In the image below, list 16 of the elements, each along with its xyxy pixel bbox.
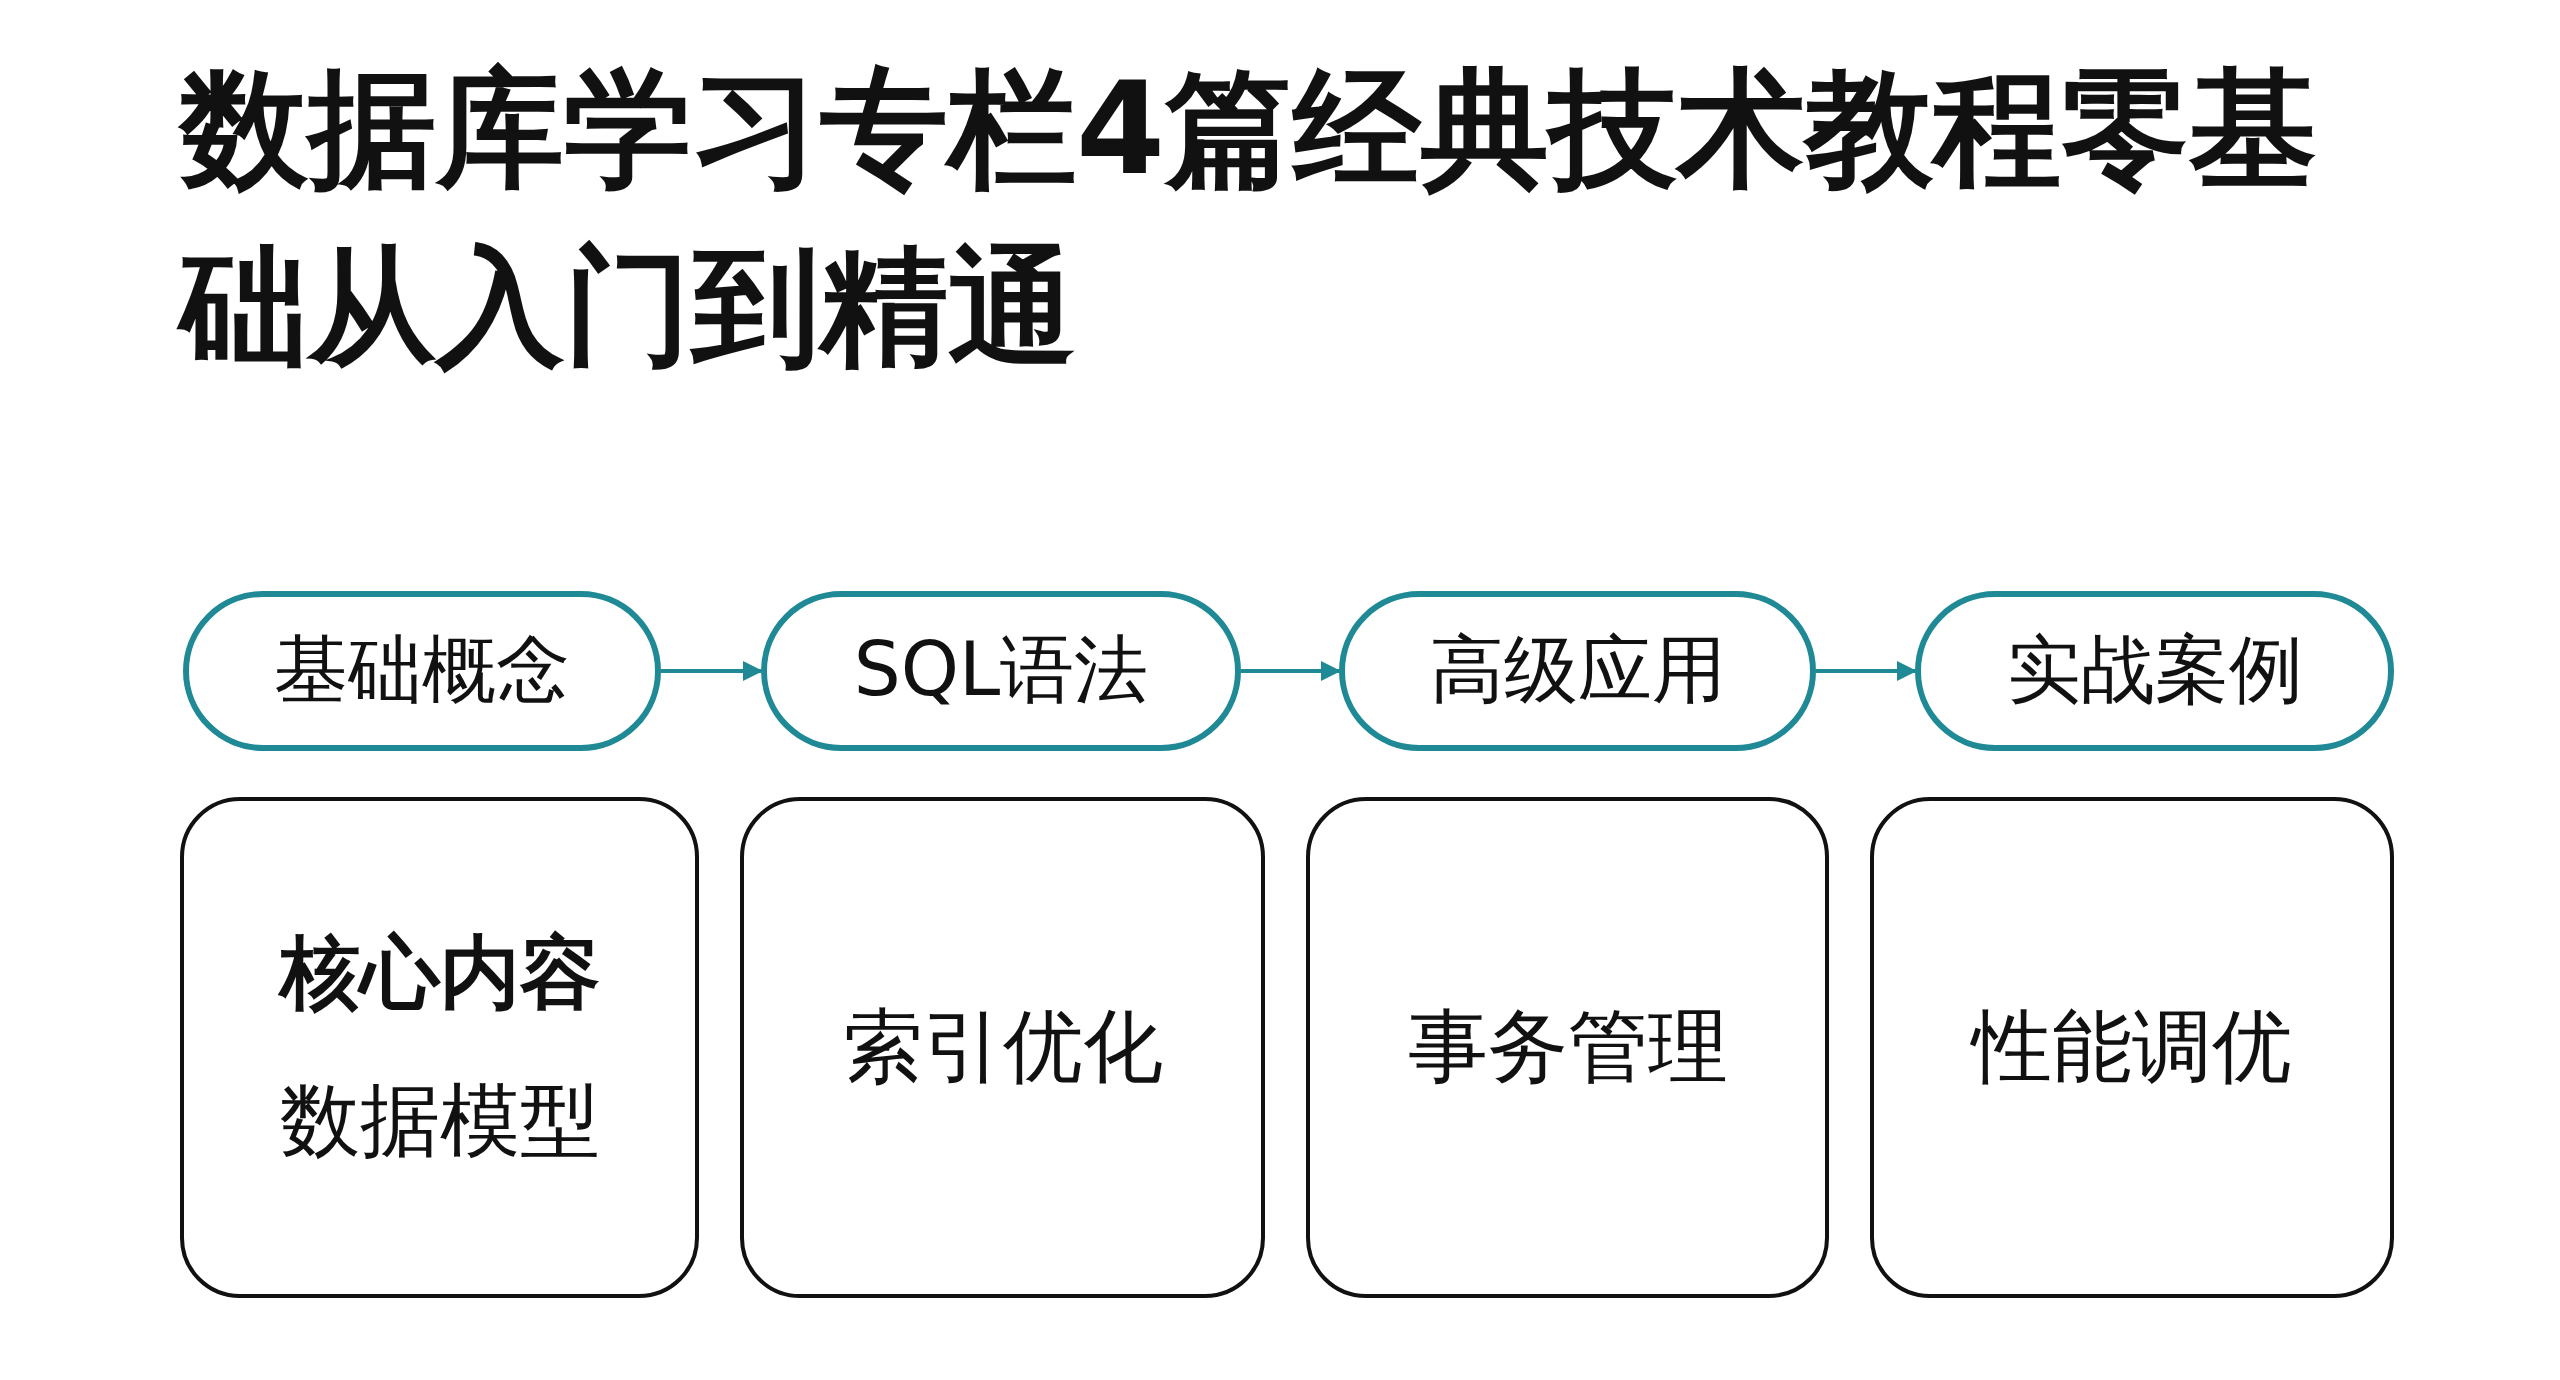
node-label: 数据模型 bbox=[279, 1072, 600, 1169]
content-card bbox=[1306, 797, 1829, 1298]
content-card bbox=[1870, 797, 2394, 1298]
node-label: 高级应用 bbox=[1429, 625, 1726, 714]
content-card bbox=[180, 797, 699, 1298]
node-label: 实战案例 bbox=[2006, 625, 2303, 714]
node-label: 性能调优 bbox=[1972, 998, 2292, 1095]
node-label: SQL语法 bbox=[853, 625, 1149, 714]
node-label: 索引优化 bbox=[842, 998, 1163, 1095]
node-label: 事务管理 bbox=[1407, 998, 1728, 1095]
arrow bbox=[661, 661, 763, 681]
card-heading: 核心内容 bbox=[279, 924, 600, 1021]
arrow bbox=[1816, 661, 1917, 681]
content-card bbox=[740, 797, 1265, 1298]
arrow bbox=[1241, 661, 1341, 681]
node-label: 基础概念 bbox=[274, 625, 570, 714]
